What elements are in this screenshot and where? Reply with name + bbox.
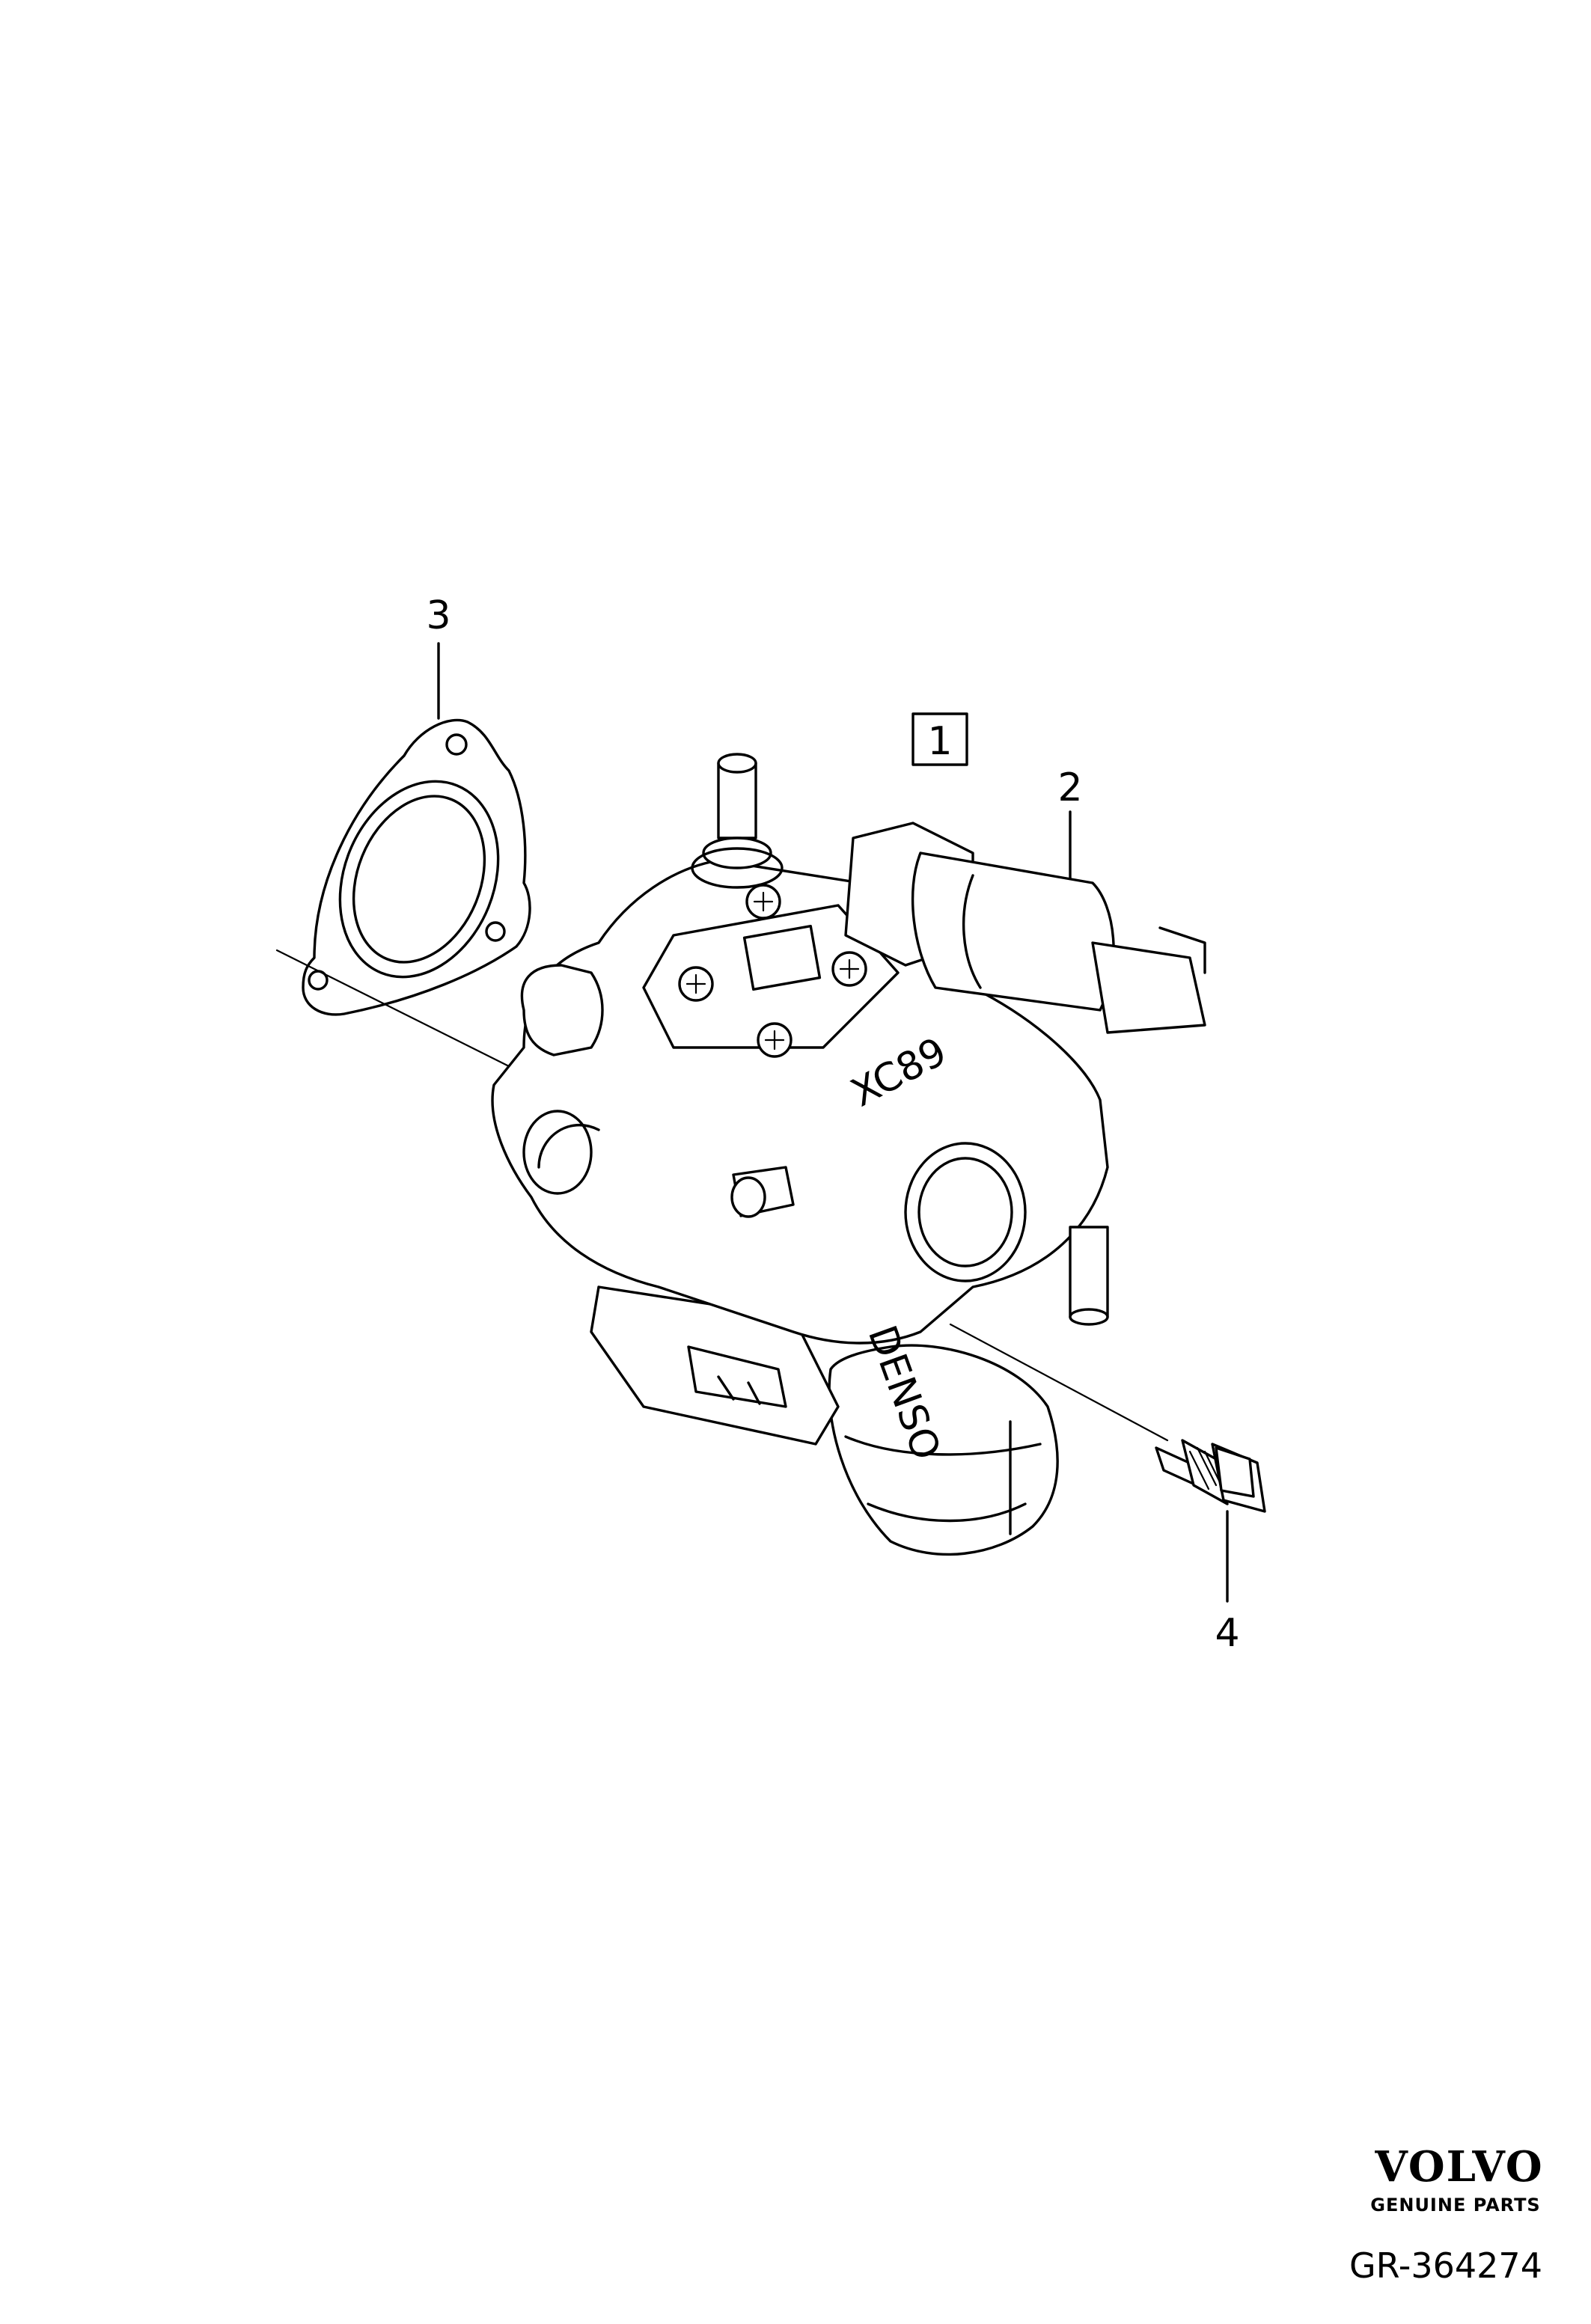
cover-screw-3 bbox=[831, 951, 867, 987]
brand-logo: VOLVO GENUINE PARTS bbox=[1370, 2142, 1543, 2216]
pump-front-cap bbox=[904, 1142, 1027, 1282]
callout-2[interactable]: 2 bbox=[1057, 765, 1083, 888]
pump-outlet-tip bbox=[717, 753, 757, 774]
axis-line-left bbox=[275, 949, 518, 1071]
pump-inlet-boss bbox=[520, 964, 604, 1056]
pump-outlet-base bbox=[691, 847, 784, 889]
callout-1-box bbox=[911, 712, 968, 766]
callout-4-label: 4 bbox=[1215, 1611, 1239, 1656]
gasket[interactable] bbox=[302, 718, 531, 1016]
callout-4[interactable]: 4 bbox=[1215, 1510, 1240, 1656]
axis-line-right bbox=[949, 1323, 1169, 1442]
pump-connector-pins bbox=[717, 1375, 761, 1405]
callout-2-label: 2 bbox=[1057, 765, 1082, 810]
valve-connector-latch bbox=[1158, 926, 1206, 974]
brand-tagline: GENUINE PARTS bbox=[1370, 2195, 1540, 2216]
valve-band bbox=[962, 874, 982, 989]
cover-screw-2 bbox=[745, 884, 781, 920]
bolt-head bbox=[1215, 1446, 1255, 1498]
gasket-outline bbox=[302, 718, 531, 1016]
pump-cover-plate bbox=[642, 904, 900, 1049]
pump-connector-plug bbox=[687, 1345, 787, 1408]
reference-number: GR-364274 bbox=[1349, 2245, 1542, 2286]
regulator-valve[interactable] bbox=[844, 822, 1206, 1034]
pump-outlet-nut bbox=[702, 837, 772, 869]
pump-drive-rib-1 bbox=[844, 1435, 1042, 1456]
valve-body bbox=[911, 851, 1115, 1012]
gasket-hole-top bbox=[445, 733, 468, 756]
gasket-bore bbox=[352, 795, 486, 964]
pump-side-port bbox=[522, 1110, 593, 1195]
pump-return-pipe bbox=[1069, 1226, 1109, 1318]
pump-drive-rib-2 bbox=[867, 1502, 1027, 1523]
pump-cover-pad bbox=[742, 925, 822, 991]
gasket-hole-right bbox=[485, 921, 506, 942]
callout-3[interactable]: 3 bbox=[426, 593, 451, 720]
pump-return-tip bbox=[1069, 1308, 1109, 1326]
pump-fitting-end bbox=[730, 1176, 766, 1218]
cover-screw-4 bbox=[757, 1022, 793, 1058]
pump-outlet-pipe bbox=[717, 762, 757, 840]
callout-3-label: 3 bbox=[426, 593, 451, 638]
bolt[interactable] bbox=[1155, 1439, 1266, 1513]
gasket-inner-ring bbox=[338, 780, 500, 979]
pump-side-contour bbox=[537, 1124, 600, 1169]
callout-1[interactable]: 1 bbox=[911, 712, 968, 766]
pump-drive-housing bbox=[828, 1344, 1059, 1556]
valve-connector bbox=[1091, 941, 1206, 1034]
callout-1-label: 1 bbox=[927, 719, 952, 764]
brand-name: VOLVO bbox=[1374, 2142, 1543, 2192]
cover-screw-1 bbox=[678, 966, 714, 1002]
pump-front-cap-face bbox=[917, 1157, 1013, 1268]
